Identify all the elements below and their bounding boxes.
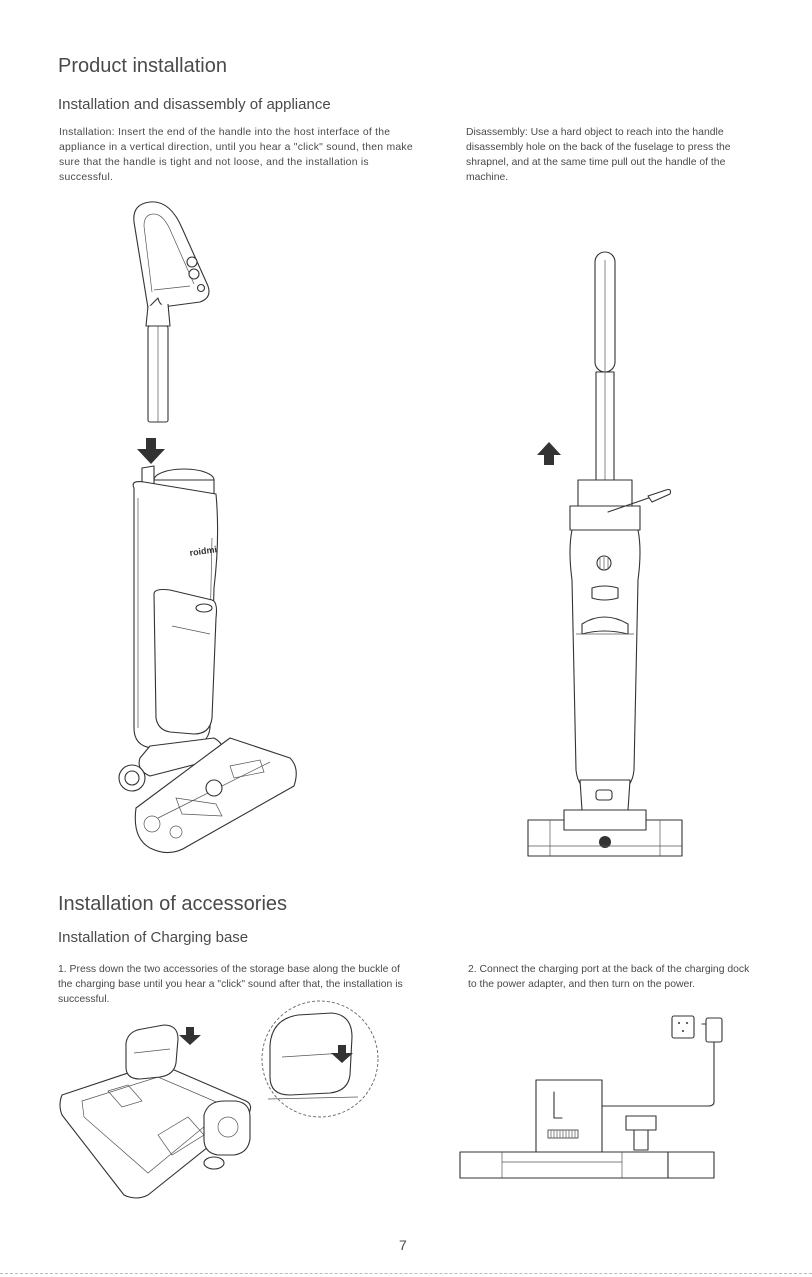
page-title: Product installation [58, 55, 227, 77]
arrow-down-icon [137, 438, 165, 464]
installation-instructions: Installation: Insert the end of the hand… [59, 127, 413, 183]
vacuum-back-illustration [527, 479, 683, 857]
accessories-title: Installation of accessories [58, 893, 288, 915]
vacuum-body-illustration: roidmi [118, 465, 297, 854]
disassembly-instructions: Disassembly: Use a hard object to reach … [466, 127, 731, 183]
handle-illustration [133, 201, 210, 423]
handle-pole-illustration [593, 251, 617, 507]
arrow-down-icon [331, 1045, 353, 1063]
section-subtitle-appliance: Installation and disassembly of applianc… [58, 96, 331, 113]
power-adapter-icon [701, 1017, 723, 1043]
brand-logo: roidmi [189, 544, 218, 558]
dock-vent-grille [547, 1129, 579, 1139]
power-outlet-icon [671, 1015, 695, 1039]
section-subtitle-charging-base: Installation of Charging base [58, 929, 249, 946]
charging-base-install-illustration [59, 1000, 379, 1199]
step1-instructions: 1. Press down the two accessories of the… [58, 964, 403, 1005]
step2-instructions: 2. Connect the charging port at the back… [468, 964, 750, 990]
arrow-down-icon [179, 1027, 201, 1045]
installation-illustration: roidmi [118, 201, 297, 854]
page-bottom-divider [0, 1273, 812, 1274]
page-number: 7 [399, 1237, 407, 1253]
charging-dock-illustration [459, 1015, 723, 1179]
arrow-up-icon [537, 442, 561, 465]
disassembly-illustration [527, 251, 683, 857]
